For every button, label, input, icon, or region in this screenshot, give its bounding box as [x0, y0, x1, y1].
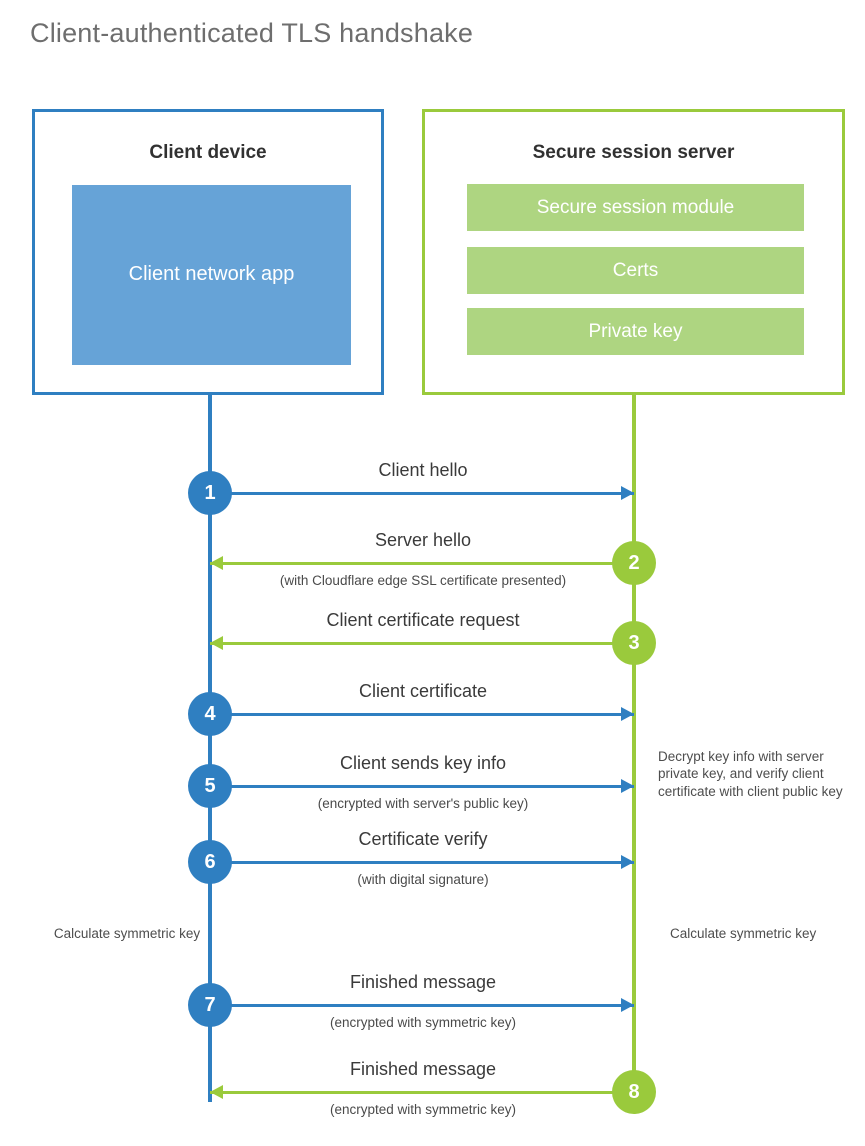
step-number-badge-3: 3 [612, 621, 656, 665]
step-sublabel-5: (encrypted with server's public key) [317, 796, 529, 811]
step-sublabel-2: (with Cloudflare edge SSL certificate pr… [279, 573, 567, 588]
step-label-1: Client hello [378, 460, 468, 480]
step-label-4: Client certificate [358, 681, 488, 701]
arrow-head-right-icon [621, 855, 634, 869]
step-sublabel-6: (with digital signature) [357, 872, 489, 887]
step-sublabel-7: (encrypted with symmetric key) [329, 1015, 517, 1030]
step-number-badge-2: 2 [612, 541, 656, 585]
client-device-box: Client device Client network app [32, 109, 384, 395]
step-label-6: Certificate verify [358, 829, 488, 849]
arrow-head-right-icon [621, 707, 634, 721]
arrow-shaft [210, 1091, 634, 1094]
arrow-head-right-icon [621, 998, 634, 1012]
server-block-certs: Certs [467, 247, 804, 294]
step-number-badge-4: 4 [188, 692, 232, 736]
arrow-head-right-icon [621, 779, 634, 793]
calculate-symmetric-key-client-annotation: Calculate symmetric key [53, 926, 201, 941]
step-number-badge-7: 7 [188, 983, 232, 1027]
step-sublabel-8: (encrypted with symmetric key) [329, 1102, 517, 1117]
secure-session-server-box: Secure session server Secure session mod… [422, 109, 845, 395]
arrow-head-right-icon [621, 486, 634, 500]
step-number-badge-6: 6 [188, 840, 232, 884]
step-number-badge-5: 5 [188, 764, 232, 808]
decrypt-key-info-annotation: Decrypt key info with server private key… [658, 749, 843, 799]
client-lifeline [208, 392, 212, 1102]
arrow-head-left-icon [210, 556, 223, 570]
server-block-private-key: Private key [467, 308, 804, 355]
step-label-2: Server hello [374, 530, 472, 550]
step-label-8: Finished message [349, 1059, 497, 1079]
server-block-secure-session-module: Secure session module [467, 184, 804, 231]
step-number-badge-8: 8 [612, 1070, 656, 1114]
arrow-head-left-icon [210, 1085, 223, 1099]
arrow-shaft [210, 861, 634, 864]
arrow-shaft [210, 642, 634, 645]
arrow-shaft [210, 1004, 634, 1007]
step-label-7: Finished message [349, 972, 497, 992]
step-label-5: Client sends key info [339, 753, 507, 773]
arrow-shaft [210, 713, 634, 716]
arrow-head-left-icon [210, 636, 223, 650]
client-network-app-block: Client network app [72, 185, 351, 365]
arrow-shaft [210, 492, 634, 495]
step-label-3: Client certificate request [326, 610, 520, 630]
client-device-title: Client device [149, 142, 267, 163]
page-title: Client-authenticated TLS handshake [30, 18, 474, 48]
calculate-symmetric-key-server-annotation: Calculate symmetric key [670, 926, 817, 941]
secure-session-server-title: Secure session server [532, 142, 735, 163]
arrow-shaft [210, 562, 634, 565]
server-lifeline [632, 392, 636, 1102]
step-number-badge-1: 1 [188, 471, 232, 515]
arrow-shaft [210, 785, 634, 788]
